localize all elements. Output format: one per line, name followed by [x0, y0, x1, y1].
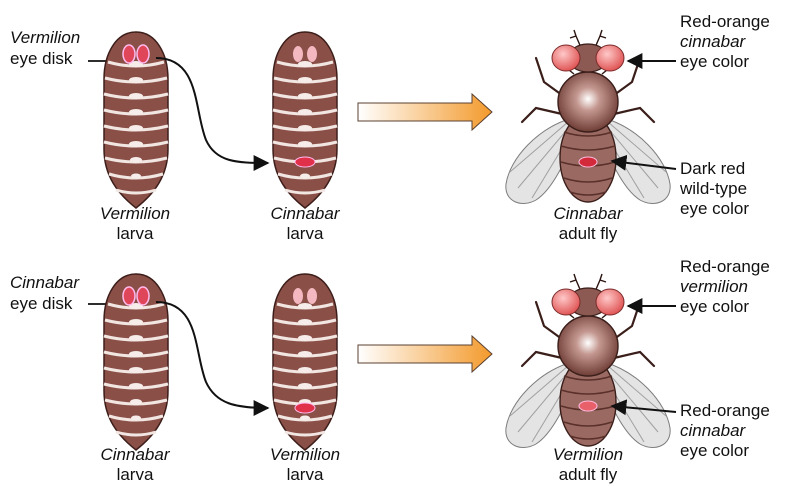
transplant-arrow — [156, 302, 268, 408]
adult-fly — [506, 274, 670, 447]
top-callout-line3: eye color — [680, 52, 749, 71]
eye-disk-right — [137, 287, 149, 305]
adult-name: Cinnabar — [554, 204, 624, 223]
row-2: Cinnabar eye disk Cinnabar larva Vermili… — [10, 257, 770, 484]
adult-name: Vermilion — [553, 445, 623, 464]
eye-disk-left — [123, 45, 135, 63]
larva2-suffix: larva — [287, 465, 324, 484]
donor-name: Cinnabar — [10, 273, 80, 292]
adult-suffix: adult fly — [559, 465, 618, 484]
development-arrow — [358, 94, 492, 130]
transplant-arrow — [156, 58, 268, 163]
larva1-suffix: larva — [117, 224, 154, 243]
bottom-callout-line3: eye color — [680, 441, 749, 460]
top-callout-line2: cinnabar — [680, 32, 747, 51]
host-eye-left — [293, 46, 303, 62]
bottom-callout-line2: wild-type — [679, 179, 747, 198]
top-callout-line2: vermilion — [680, 277, 748, 296]
donor-suffix: eye disk — [10, 294, 73, 313]
larva-host — [273, 274, 337, 450]
larva2-suffix: larva — [287, 224, 324, 243]
bottom-callout-line1: Red-orange — [680, 401, 770, 420]
larva1-suffix: larva — [117, 465, 154, 484]
host-eye-left — [293, 288, 303, 304]
larva1-name: Cinnabar — [101, 445, 171, 464]
larva-host — [273, 32, 337, 208]
implanted-disk — [295, 403, 315, 413]
host-eye-right — [307, 46, 317, 62]
larva1-name: Vermilion — [100, 204, 170, 223]
bottom-callout-line2: cinnabar — [680, 421, 747, 440]
row-1: Vermilion eye disk Vermilion larva Cinna… — [10, 12, 770, 243]
adult-suffix: adult fly — [559, 224, 618, 243]
implanted-eye — [579, 157, 597, 167]
larva2-name: Cinnabar — [271, 204, 341, 223]
host-eye-right — [307, 288, 317, 304]
top-callout-line1: Red-orange — [680, 12, 770, 31]
top-callout-line3: eye color — [680, 297, 749, 316]
larva-donor — [104, 274, 168, 450]
development-arrow — [358, 336, 492, 372]
donor-name: Vermilion — [10, 28, 80, 47]
top-callout-line1: Red-orange — [680, 257, 770, 276]
bottom-callout-line1: Dark red — [680, 159, 745, 178]
implanted-disk — [295, 157, 315, 167]
eye-disk-right — [137, 45, 149, 63]
eye-disk-left — [123, 287, 135, 305]
bottom-callout-line3: eye color — [680, 199, 749, 218]
adult-fly — [506, 30, 670, 203]
larva2-name: Vermilion — [270, 445, 340, 464]
implanted-eye — [579, 401, 597, 411]
donor-suffix: eye disk — [10, 49, 73, 68]
